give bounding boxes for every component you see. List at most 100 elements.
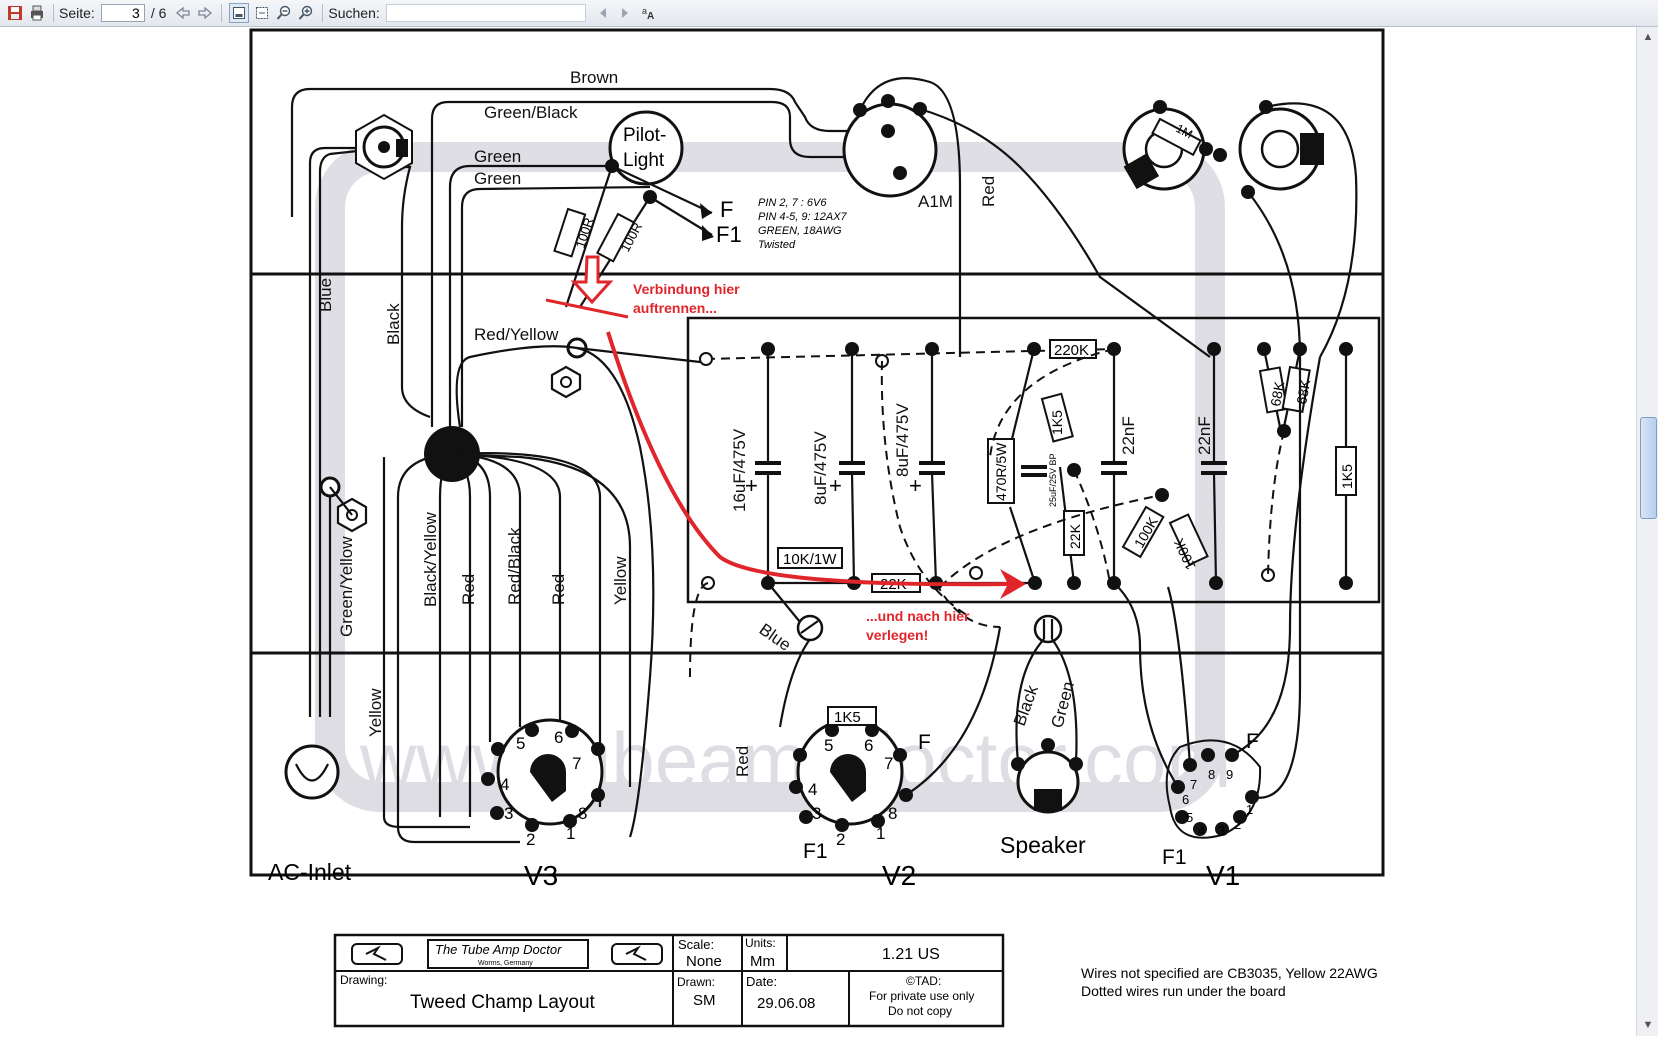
drawing-notes: Wires not specified are CB3035, Yellow 2…	[1081, 965, 1378, 999]
page-label: Seite:	[59, 5, 95, 21]
svg-text:3: 3	[504, 804, 513, 823]
resistor-220k: 220K	[1049, 339, 1097, 359]
resistor-100k-1: 100K	[1121, 505, 1165, 559]
resistor-100r-1: 100R	[553, 207, 596, 258]
pilot-light: Pilot- Light	[605, 110, 684, 204]
label-blue: Blue	[316, 278, 335, 312]
pdf-toolbar: Seite: / 6 Suchen: aA	[0, 0, 1658, 27]
svg-text:25uF/25V BP: 25uF/25V BP	[1048, 453, 1058, 507]
watermark: www.tubeampdoctor.com	[315, 142, 1231, 812]
fit-width-icon[interactable]	[253, 4, 271, 22]
annotation-text-2: ...und nach hier verlegen!	[866, 608, 970, 643]
search-previous-icon[interactable]	[594, 4, 612, 22]
zoom-in-icon[interactable]	[297, 4, 315, 22]
svg-text:SM: SM	[693, 992, 716, 1009]
schematic-page: www.tubeampdoctor.com Brown Green/Black …	[249, 28, 1385, 1028]
toolbar-separator	[322, 4, 324, 22]
svg-text:GREEN, 18AWG: GREEN, 18AWG	[758, 225, 842, 237]
label-v2-f: F	[918, 731, 931, 754]
title-block: The Tube Amp Doctor Worms, Germany Scale…	[333, 933, 1005, 1028]
ac-inlet: AC-Inlet	[268, 744, 352, 885]
label-yellow-left: Yellow	[366, 688, 385, 737]
tube-socket-v3: 1 2 3 4 5 6 7 8 V3	[481, 718, 605, 891]
page-number-input[interactable]	[100, 4, 145, 22]
svg-text:22K: 22K	[1067, 523, 1083, 549]
svg-text:Drawn:: Drawn:	[677, 975, 715, 989]
capacitor-16uf: 16uF/475V +	[730, 349, 781, 583]
save-icon[interactable]	[6, 4, 24, 22]
scroll-up-icon[interactable]: ▲	[1642, 31, 1654, 43]
svg-text:Scale:: Scale:	[678, 937, 714, 952]
svg-text:1.21 US: 1.21 US	[882, 946, 940, 963]
svg-text:68K: 68K	[1293, 378, 1313, 406]
svg-text:5: 5	[1186, 810, 1193, 825]
svg-text:Mm: Mm	[750, 953, 775, 970]
scroll-down-icon[interactable]: ▼	[1642, 1019, 1654, 1031]
fuse-holder-icon	[355, 113, 413, 181]
label-brown: Brown	[570, 68, 618, 87]
svg-text:a: a	[642, 6, 647, 16]
svg-text:470R/5W: 470R/5W	[993, 442, 1009, 501]
capacitor-22nf-1: 22nF	[1101, 349, 1138, 583]
input-jack-2	[1213, 100, 1358, 358]
svg-text:6: 6	[864, 736, 873, 755]
svg-text:68K: 68K	[1267, 380, 1287, 408]
svg-text:1: 1	[566, 824, 575, 843]
pilot-light-label-2: Light	[623, 150, 665, 171]
svg-text:6: 6	[1182, 792, 1189, 807]
zoom-out-icon[interactable]	[275, 4, 293, 22]
layout-frame	[249, 28, 1385, 877]
svg-text:Drawing:: Drawing:	[340, 973, 387, 987]
label-v1: V1	[1206, 860, 1240, 891]
resistor-22k-v: 22K	[1063, 510, 1085, 556]
label-red-2: Red	[549, 574, 568, 605]
print-icon[interactable]	[28, 4, 46, 22]
svg-text:Tweed Champ Layout: Tweed Champ Layout	[410, 992, 596, 1013]
fit-page-icon[interactable]	[229, 3, 250, 23]
heater-arrows: F F1	[564, 165, 742, 308]
svg-text:9: 9	[1226, 767, 1233, 782]
svg-text:8uF/475V: 8uF/475V	[893, 403, 912, 477]
search-next-icon[interactable]	[616, 4, 634, 22]
ground-lug: Green/Yellow	[319, 476, 368, 717]
svg-text:1M: 1M	[1174, 121, 1195, 141]
svg-text:7: 7	[884, 754, 893, 773]
wire-green-pair: Green Green	[448, 147, 651, 427]
svg-text:5: 5	[824, 736, 833, 755]
wire-green-black: Green/Black	[430, 100, 888, 427]
label-green-yellow: Green/Yellow	[337, 536, 356, 637]
svg-text:8: 8	[578, 804, 587, 823]
resistor-100r-2: 100R	[595, 212, 645, 263]
wire-yellow-left: Yellow	[366, 457, 470, 829]
scrollbar-thumb[interactable]	[1640, 417, 1657, 519]
capacitor-22nf-2: 22nF	[1195, 349, 1227, 584]
svg-text:2: 2	[1234, 817, 1241, 832]
svg-text:auftrennen...: auftrennen...	[633, 300, 717, 316]
document-viewport[interactable]: www.tubeampdoctor.com Brown Green/Black …	[0, 27, 1636, 1036]
capacitor-bp: 25uF/25V BP	[1021, 453, 1058, 507]
resistor-68k-2: 68K	[1267, 348, 1313, 576]
previous-page-icon[interactable]	[174, 4, 192, 22]
svg-text:8: 8	[888, 804, 897, 823]
wire-black: Black	[384, 165, 431, 419]
next-page-icon[interactable]	[196, 4, 214, 22]
capacitor-8uf-1: 8uF/475V +	[811, 349, 865, 584]
label-v2: V2	[882, 860, 916, 891]
svg-text:2: 2	[836, 830, 845, 849]
search-input[interactable]	[385, 4, 586, 22]
label-red-black: Red/Black	[505, 527, 524, 605]
label-v1-f1: F1	[1162, 846, 1187, 869]
svg-text:A: A	[647, 11, 654, 21]
svg-text:220K: 220K	[1054, 342, 1089, 359]
resistor-1k5-b: 1K5	[1335, 349, 1357, 583]
search-label: Suchen:	[328, 5, 380, 21]
label-green-black: Green/Black	[484, 103, 578, 122]
vertical-scrollbar[interactable]: ▲ ▼	[1636, 27, 1658, 1036]
svg-text:...und nach hier: ...und nach hier	[866, 608, 970, 624]
pilot-light-label-1: Pilot-	[623, 125, 666, 146]
resistor-470r: 470R/5W	[987, 348, 1037, 584]
svg-text:+: +	[829, 473, 842, 498]
annotation-text-1: Verbindung hier auftrennen...	[633, 281, 740, 316]
label-red-yellow: Red/Yellow	[474, 325, 559, 344]
